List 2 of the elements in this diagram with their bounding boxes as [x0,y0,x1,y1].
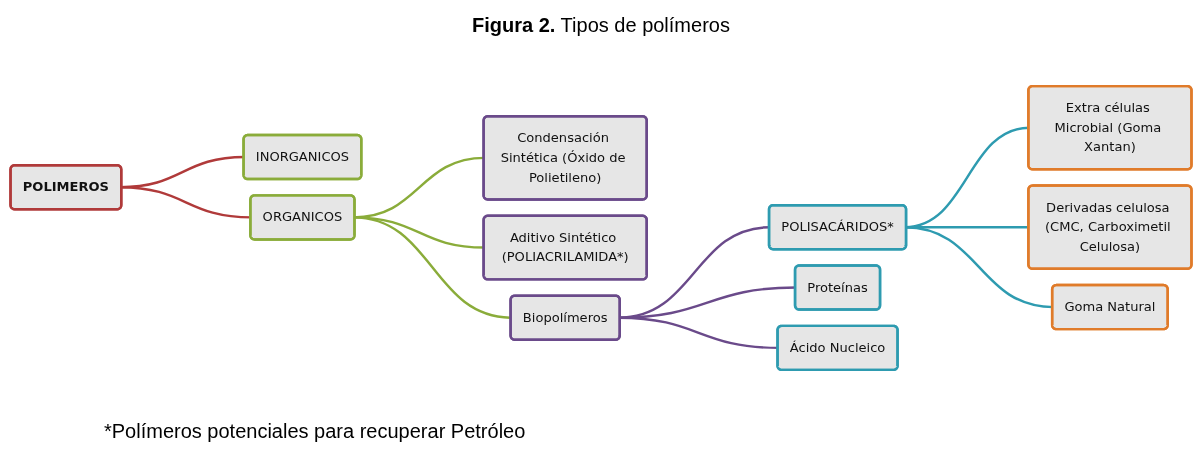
figure-title: Figura 2. Tipos de polímeros [471,14,731,37]
footnote: *Polímeros potenciales para recuperar Petróleo [104,420,526,443]
